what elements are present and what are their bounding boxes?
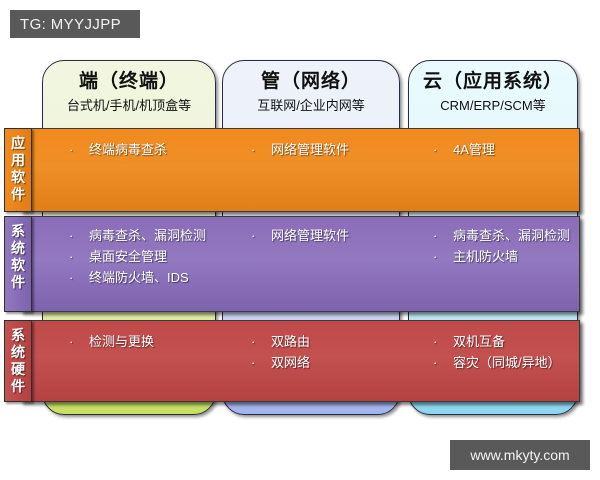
list-item-label: 网络管理软件 xyxy=(271,142,350,157)
column-subtitle: 台式机/手机/机顶盒等 xyxy=(66,98,192,113)
bullet-icon: · xyxy=(433,334,438,349)
row-label-char: 软 xyxy=(11,169,25,185)
list-item-label: 病毒查杀、漏洞检测 xyxy=(89,228,207,243)
tg-badge: TG: MYYJJPP xyxy=(10,10,140,38)
row-label-application-software: 应 用 软 件 xyxy=(4,128,32,212)
bullet-icon: · xyxy=(433,249,438,264)
row-band-application-software: 应 用 软 件 · 终端病毒查杀 · 网络管理软件 · 4A管理 xyxy=(4,128,580,212)
list-item: · 双路由 xyxy=(251,331,431,352)
list-item: · 容灾（同城/异地） xyxy=(433,352,600,373)
bullet-icon: · xyxy=(69,142,74,157)
bullet-icon: · xyxy=(69,334,74,349)
column-title: 云（应用系统） xyxy=(422,71,563,92)
row-label-char: 统 xyxy=(11,344,25,360)
row-label-char: 硬 xyxy=(11,361,25,377)
row-band-system-hardware: 系 统 硬 件 · 检测与更换 · 双路由 · 双网络 · 双机互备 xyxy=(4,320,580,402)
list-item: · 桌面安全管理 xyxy=(69,246,244,267)
list-item: · 双网络 xyxy=(251,352,431,373)
row-label-char: 应 xyxy=(11,135,25,151)
cell-system-hardware-cloud: · 双机互备 · 容灾（同城/异地） xyxy=(433,321,600,373)
row-label-char: 件 xyxy=(11,274,25,290)
row-label-char: 系 xyxy=(11,223,25,239)
list-item: · 病毒查杀、漏洞检测 xyxy=(433,225,600,246)
row-label-char: 件 xyxy=(11,378,25,394)
bullet-icon: · xyxy=(433,228,438,243)
row-label-char: 软 xyxy=(11,257,25,273)
list-item: · 检测与更换 xyxy=(69,331,244,352)
column-title: 管（网络） xyxy=(260,71,361,92)
site-watermark: www.mkyty.com xyxy=(450,440,590,470)
bullet-icon: · xyxy=(251,142,256,157)
bullet-icon: · xyxy=(251,228,256,243)
bullet-icon: · xyxy=(69,270,74,285)
column-title: 端（终端） xyxy=(78,71,179,92)
list-item: · 双机互备 xyxy=(433,331,600,352)
row-band-system-software: 系 统 软 件 · 病毒查杀、漏洞检测 · 桌面安全管理 · 终端防火墙、IDS… xyxy=(4,216,580,312)
bullet-icon: · xyxy=(251,355,256,370)
cell-application-cloud: · 4A管理 xyxy=(433,129,600,160)
cell-application-network: · 网络管理软件 xyxy=(251,129,431,160)
list-item-label: 桌面安全管理 xyxy=(89,249,168,264)
list-item-label: 4A管理 xyxy=(453,142,495,157)
row-label-system-software: 系 统 软 件 xyxy=(4,216,32,312)
list-item: · 网络管理软件 xyxy=(251,139,431,160)
column-header-terminal: 端（终端） 台式机/手机/机顶盒等 xyxy=(43,69,215,116)
bullet-icon: · xyxy=(433,355,438,370)
column-subtitle: 互联网/企业内网等 xyxy=(257,98,365,113)
list-item: · 主机防火墙 xyxy=(433,246,600,267)
row-label-char: 系 xyxy=(11,327,25,343)
cell-system-hardware-terminal: · 检测与更换 xyxy=(69,321,244,352)
list-item-label: 容灾（同城/异地） xyxy=(453,355,561,370)
bullet-icon: · xyxy=(433,142,438,157)
list-item-label: 终端防火墙、IDS xyxy=(89,270,189,285)
row-label-system-hardware: 系 统 硬 件 xyxy=(4,320,32,402)
bullet-icon: · xyxy=(69,228,74,243)
cell-system-software-network: · 网络管理软件 xyxy=(251,217,431,246)
list-item: · 病毒查杀、漏洞检测 xyxy=(69,225,244,246)
list-item-label: 双网络 xyxy=(271,355,311,370)
list-item: · 网络管理软件 xyxy=(251,225,431,246)
column-header-network: 管（网络） 互联网/企业内网等 xyxy=(223,69,399,116)
list-item-label: 双路由 xyxy=(271,334,311,349)
list-item: · 终端病毒查杀 xyxy=(69,139,244,160)
bullet-icon: · xyxy=(69,249,74,264)
cell-system-hardware-network: · 双路由 · 双网络 xyxy=(251,321,431,373)
list-item-label: 主机防火墙 xyxy=(453,249,519,264)
column-header-cloud: 云（应用系统） CRM/ERP/SCM等 xyxy=(409,69,577,116)
bullet-icon: · xyxy=(251,334,256,349)
list-item: · 终端防火墙、IDS xyxy=(69,267,244,288)
cell-system-software-terminal: · 病毒查杀、漏洞检测 · 桌面安全管理 · 终端防火墙、IDS xyxy=(69,217,244,288)
list-item-label: 病毒查杀、漏洞检测 xyxy=(453,228,571,243)
list-item-label: 终端病毒查杀 xyxy=(89,142,168,157)
row-label-char: 用 xyxy=(11,152,25,168)
list-item-label: 检测与更换 xyxy=(89,334,155,349)
list-item: · 4A管理 xyxy=(433,139,600,160)
cell-application-terminal: · 终端病毒查杀 xyxy=(69,129,244,160)
column-subtitle: CRM/ERP/SCM等 xyxy=(440,98,546,113)
list-item-label: 双机互备 xyxy=(453,334,506,349)
row-label-char: 件 xyxy=(11,186,25,202)
list-item-label: 网络管理软件 xyxy=(271,228,350,243)
row-label-char: 统 xyxy=(11,240,25,256)
cell-system-software-cloud: · 病毒查杀、漏洞检测 · 主机防火墙 xyxy=(433,217,600,267)
